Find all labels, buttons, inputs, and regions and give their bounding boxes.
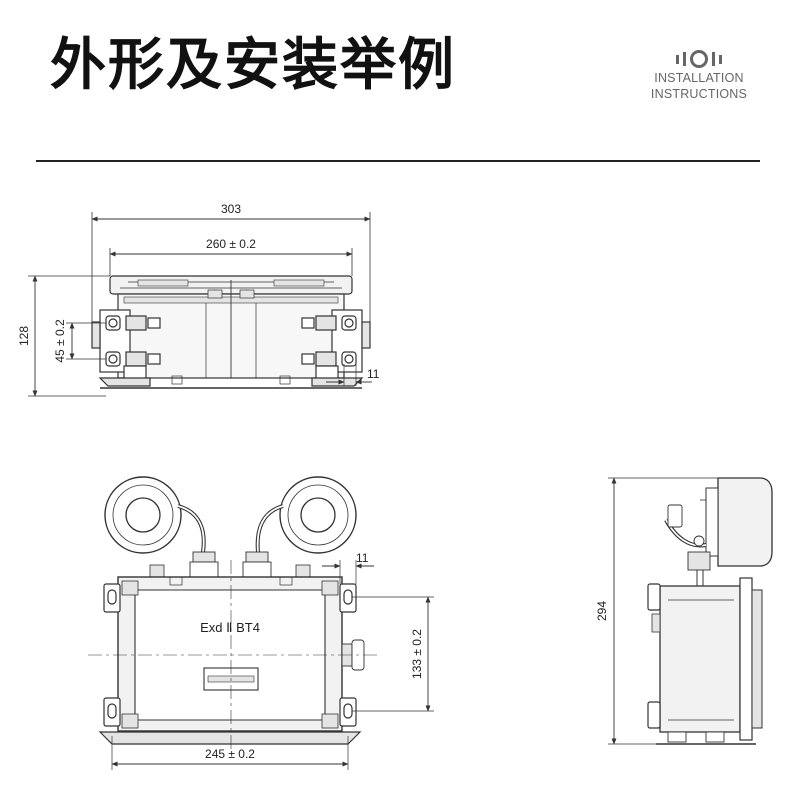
- label-height-128: 128: [17, 326, 31, 346]
- brand-text-line2: INSTRUCTIONS: [650, 87, 748, 101]
- label-vertical-spacing: 133 ± 0.2: [410, 629, 424, 679]
- page-title: 外形及安装举例: [50, 33, 456, 98]
- label-horizontal-spacing: 245 ± 0.2: [205, 747, 255, 761]
- side-view-labels: 294: [595, 601, 609, 621]
- label-bolt-spacing: 260 ± 0.2: [206, 237, 256, 251]
- brand-text-line1: INSTALLATION: [654, 71, 744, 85]
- label-overall-width: 303: [221, 202, 241, 216]
- front-view-labels: Exd Ⅱ BT4 11 133 ± 0.2 245 ± 0.2: [200, 551, 424, 761]
- label-slot-spacing: 45 ± 0.2: [53, 319, 67, 363]
- ex-marking-label: Exd Ⅱ BT4: [200, 620, 260, 635]
- label-total-height: 294: [595, 601, 609, 621]
- label-foot-width-top: 11: [367, 367, 380, 381]
- label-foot-width-front: 11: [356, 551, 369, 565]
- top-view: [28, 212, 372, 397]
- top-view-labels: 303 260 ± 0.2 128 45 ± 0.2 11: [17, 202, 380, 381]
- header-divider: [36, 160, 760, 162]
- brand-badge: INSTALLATION INSTRUCTIONS: [644, 48, 754, 102]
- brand-logo-icon: [644, 48, 754, 70]
- side-view: [608, 477, 773, 745]
- front-view: [88, 476, 434, 770]
